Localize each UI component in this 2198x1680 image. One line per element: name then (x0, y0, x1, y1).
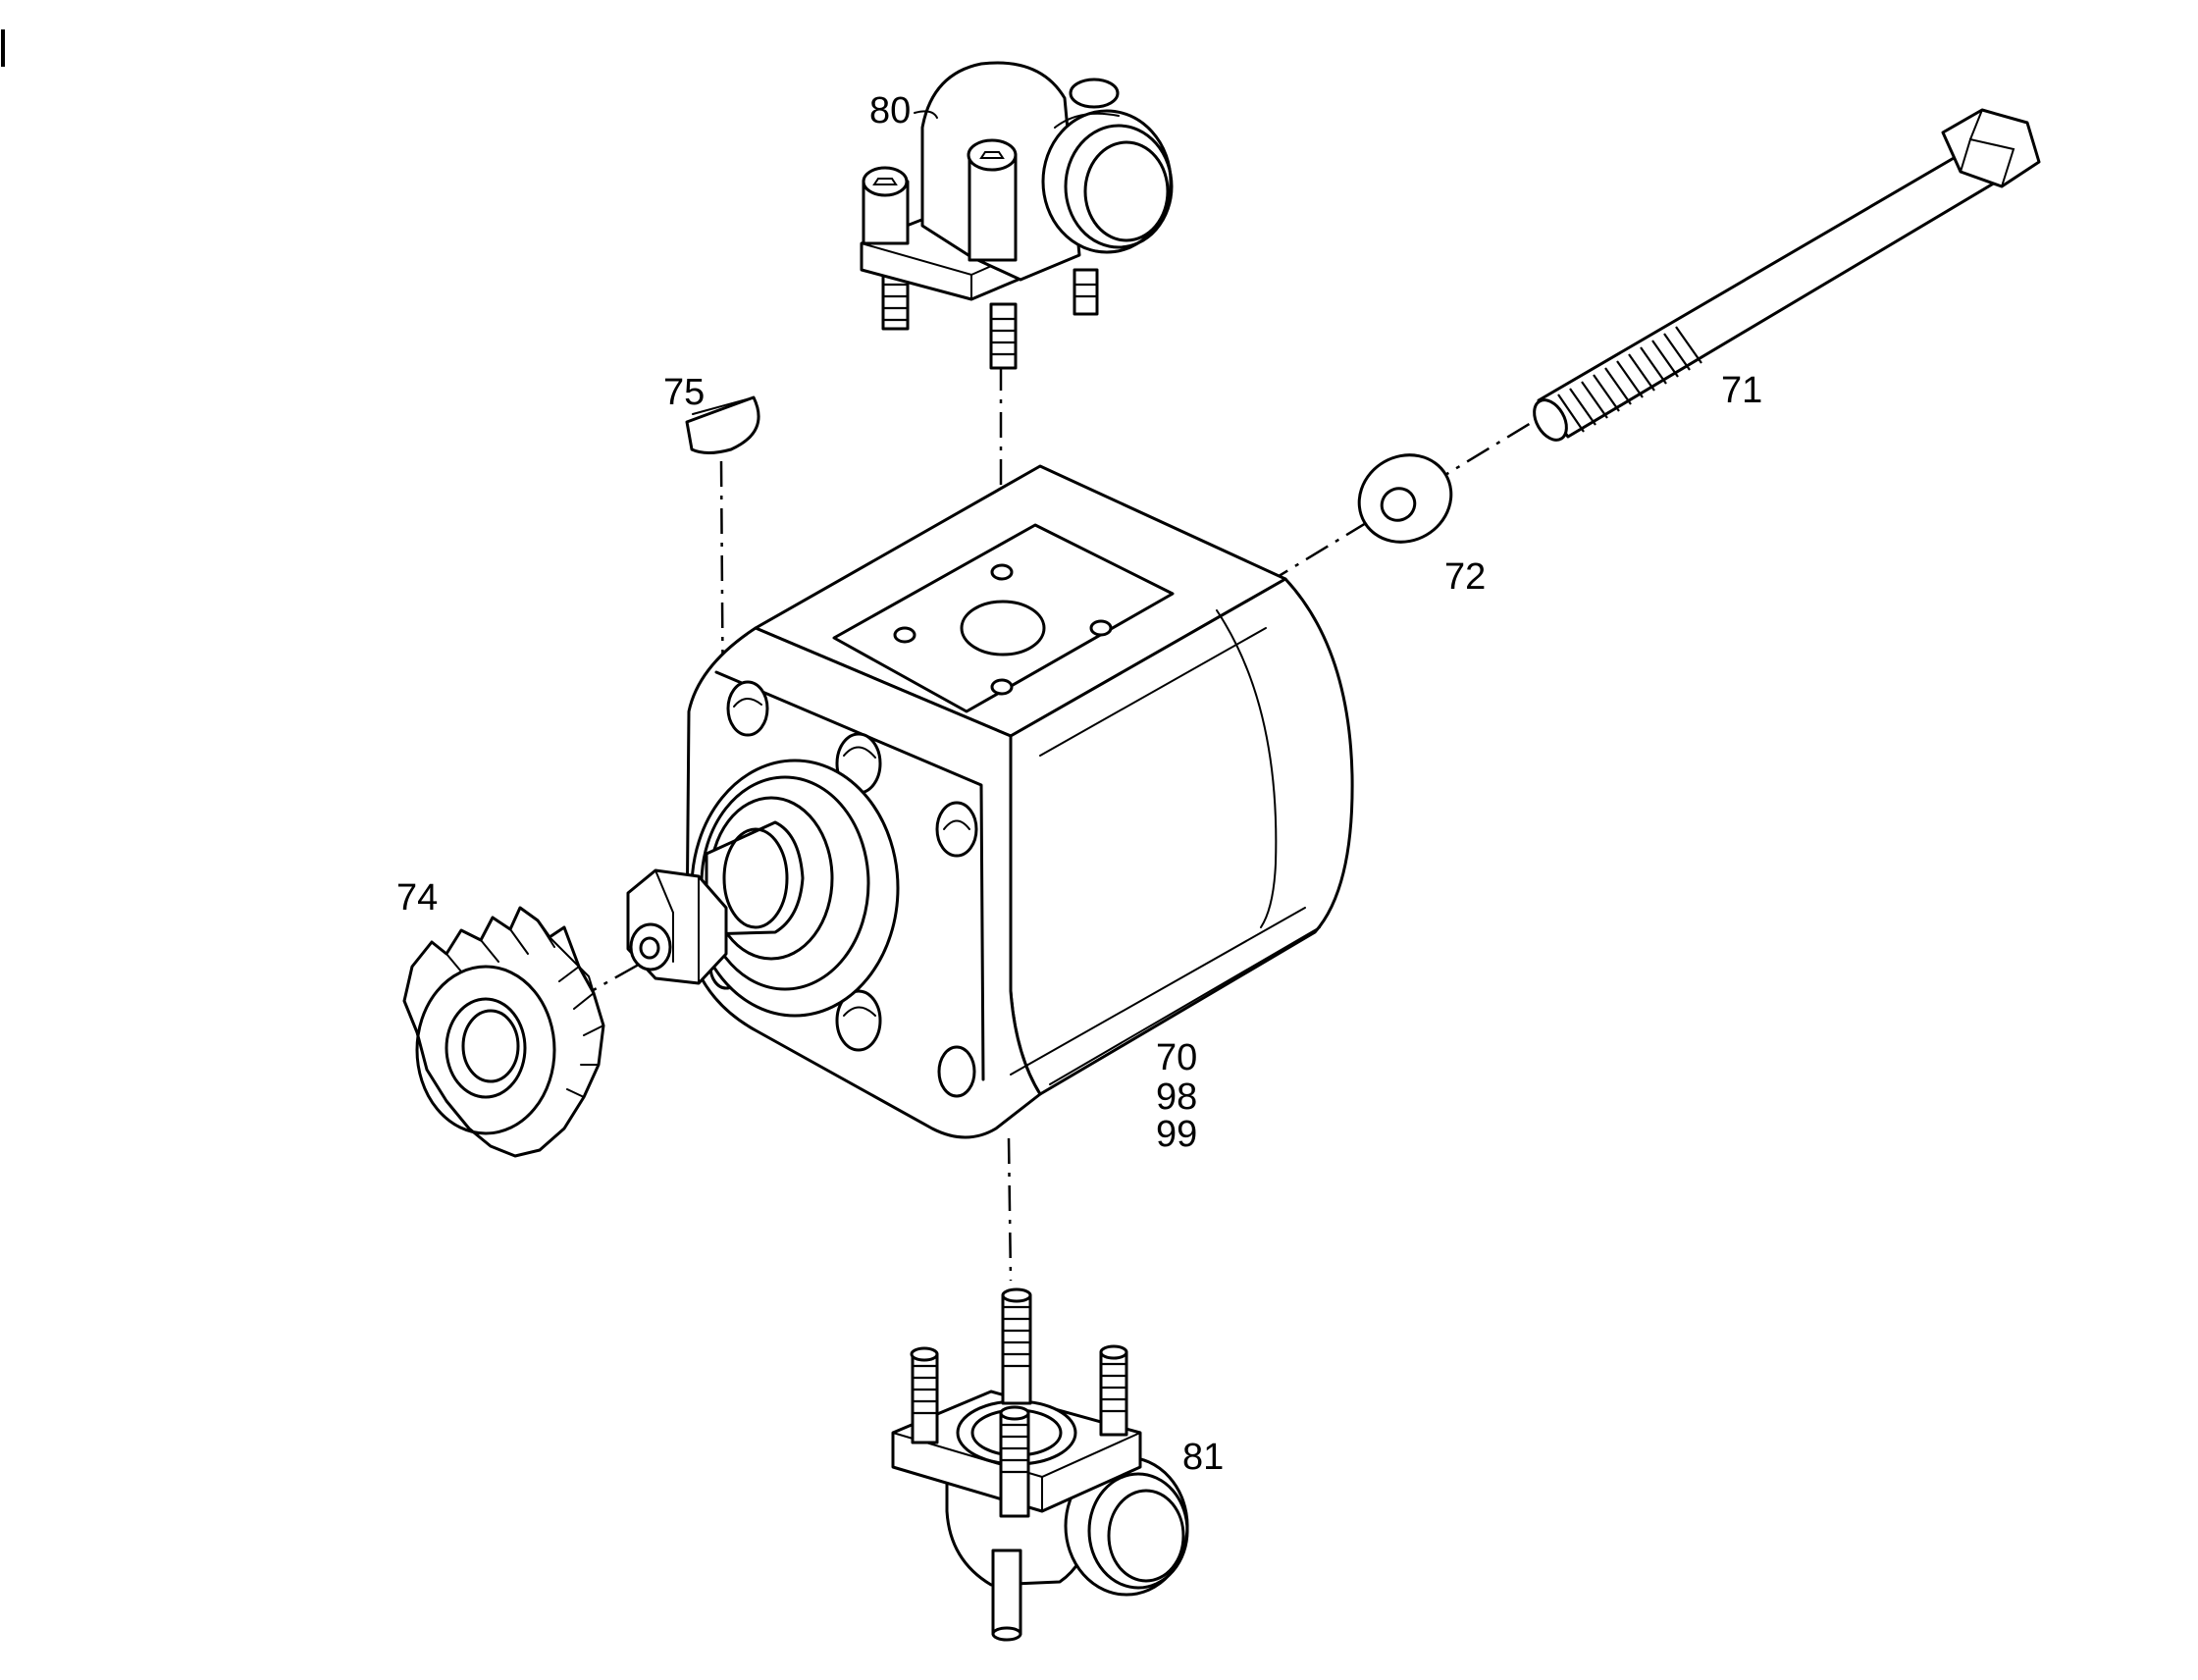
callout-labels: 80 75 71 72 74 70 98 99 81 (396, 90, 1762, 1478)
callout-74: 74 (396, 877, 438, 919)
callout-99: 99 (1156, 1114, 1197, 1155)
callout-71: 71 (1721, 370, 1762, 411)
callout-80: 80 (869, 90, 911, 131)
elbow-fitting-upper (860, 61, 1174, 370)
woodruff-key (685, 395, 760, 454)
washer (1357, 453, 1453, 544)
callout-81: 81 (1182, 1437, 1224, 1478)
spur-gear (402, 906, 605, 1158)
callout-75: 75 (663, 372, 705, 413)
hex-bolt (1533, 108, 2041, 442)
elbow-fitting-lower (891, 1287, 1189, 1642)
callout-98: 98 (1156, 1076, 1197, 1118)
callout-72: 72 (1444, 556, 1486, 598)
callout-70: 70 (1156, 1037, 1197, 1078)
bolt-threads (1557, 326, 1702, 433)
pump-housing (626, 464, 1354, 1139)
